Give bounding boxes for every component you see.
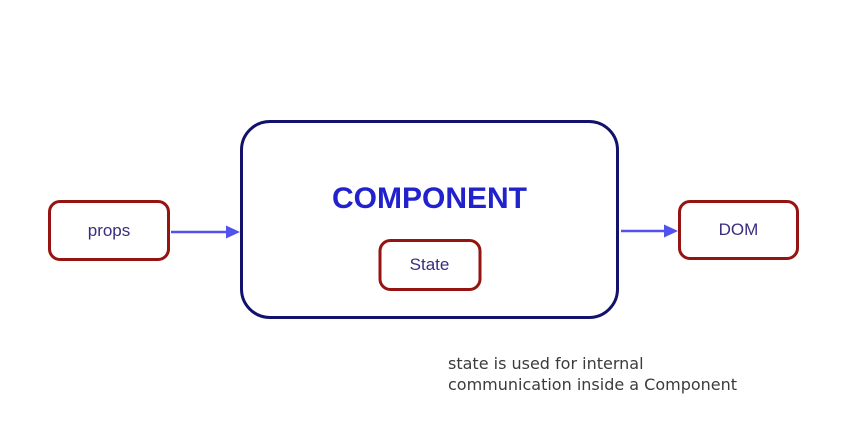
props-to-component-arrow-icon [171, 225, 240, 239]
component-to-dom-arrow-icon [621, 224, 678, 238]
state-caption-line1: state is used for internal [448, 354, 644, 373]
component-box: COMPONENT State [240, 120, 619, 319]
props-box: props [48, 200, 170, 261]
state-caption: state is used for internal communication… [448, 353, 737, 395]
state-label: State [409, 255, 450, 274]
props-label: props [87, 220, 131, 240]
component-title: COMPONENT [332, 182, 527, 215]
state-box: State [378, 239, 481, 291]
state-caption-line2: communication inside a Component [448, 375, 738, 394]
dom-box: DOM [678, 200, 799, 260]
dom-label: DOM [718, 220, 759, 239]
